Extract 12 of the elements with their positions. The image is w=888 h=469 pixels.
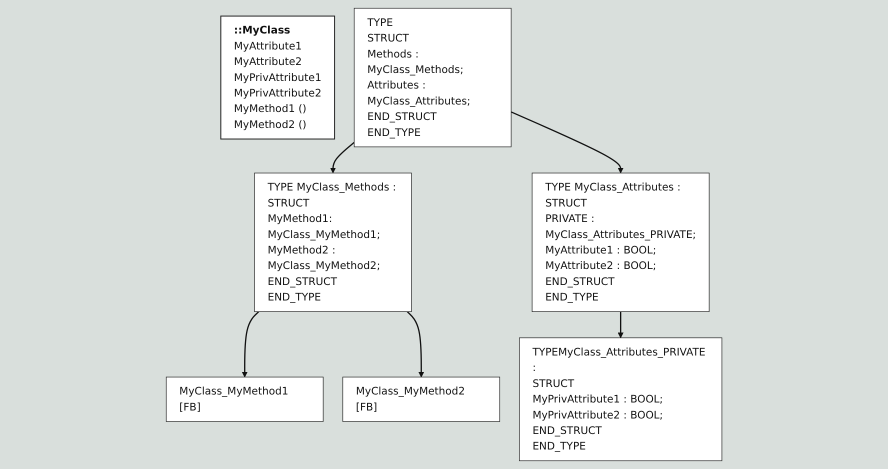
arrow: [510, 111, 624, 174]
node-box: MyClass_MyMethod1 [FB]: [166, 376, 324, 422]
arrow: [406, 311, 424, 378]
node-box: MyClass_MyMethod2 [FB]: [342, 376, 500, 422]
node-box: TYPEMyClass_Attributes_PRIVATE : STRUCT MyPrivAttribute1 : BOOL; MyPrivAttribute2 : BOOL; END_STRUCT END_TYPE: [518, 338, 722, 462]
node-box: TYPE MyClass_Attributes : STRUCT PRIVATE : MyClass_Attributes_PRIVATE; MyAttribute1 : BOOL; MyAttribute2 : BOOL; END_STRUCT END_TYPE: [532, 172, 710, 312]
arrow: [618, 312, 624, 338]
node-box: TYPE STRUCT Methods : MyClass_Methods; Attributes : MyClass_Attributes; END_STRUCT END_TYPE: [354, 8, 512, 148]
arrow: [242, 311, 260, 378]
node-box: TYPE MyClass_Methods : STRUCT MyMethod1: MyClass_MyMethod1; MyMethod2 : MyClass_MyMethod2; END_STRUCT END_TYPE: [254, 172, 412, 312]
node-box: ::MyClass MyAttribute1 MyAttribute2 MyPrivAttribute1 MyPrivAttribute2 MyMethod1 () MyMethod2 (): [220, 16, 335, 140]
arrow: [330, 142, 355, 174]
